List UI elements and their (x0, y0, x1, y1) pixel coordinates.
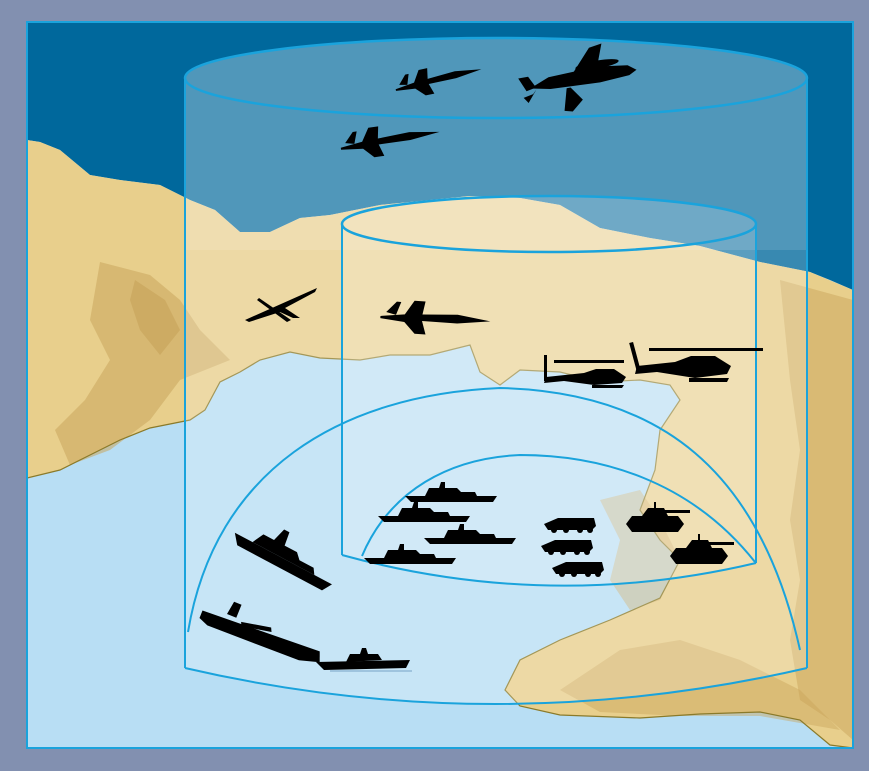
layered-defense-diagram (0, 0, 869, 771)
diagram-canvas (0, 0, 869, 771)
